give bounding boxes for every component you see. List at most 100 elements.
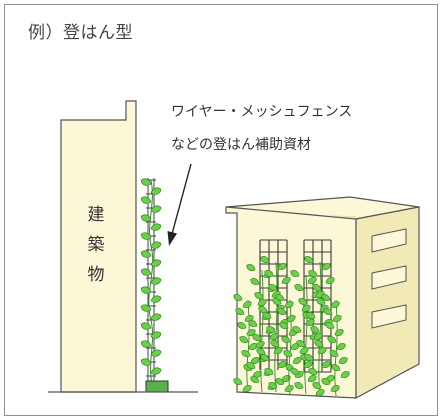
leaf — [150, 367, 162, 375]
leaf — [281, 375, 291, 382]
side-window-3 — [371, 304, 407, 329]
leaf — [305, 319, 315, 326]
leaf — [292, 326, 302, 333]
leaf — [298, 298, 308, 305]
leaf — [321, 263, 331, 270]
leaf — [268, 284, 278, 291]
leaf — [325, 322, 335, 329]
leaf — [237, 322, 247, 329]
leaf — [264, 368, 274, 375]
leaf — [260, 354, 270, 361]
leaf — [321, 294, 331, 301]
leaf — [140, 232, 152, 240]
leaf — [150, 241, 162, 249]
leaf — [307, 375, 317, 382]
leaf — [321, 378, 331, 385]
leaf — [316, 298, 326, 305]
leaf — [140, 286, 152, 294]
leaf — [294, 284, 304, 291]
leaf — [327, 336, 337, 343]
planter-box — [145, 380, 169, 393]
leaf — [275, 378, 285, 385]
leaf — [242, 301, 252, 308]
leaf — [233, 378, 243, 385]
leaf — [304, 256, 314, 263]
callout-arrow — [167, 163, 192, 246]
building-label-1: 建 — [88, 205, 105, 225]
leaf — [284, 301, 294, 308]
leaf — [315, 389, 325, 396]
leaf — [299, 347, 309, 354]
leaf — [150, 187, 162, 195]
leaf — [307, 277, 317, 284]
leaf — [235, 308, 245, 315]
leaf — [262, 312, 272, 319]
leaf — [321, 361, 331, 368]
leaf — [273, 347, 283, 354]
leaf — [325, 277, 335, 284]
leaf — [317, 347, 327, 354]
leaf — [140, 322, 152, 330]
side-window-1 — [371, 228, 407, 253]
leaf — [252, 334, 262, 341]
climbing-vine-left — [140, 178, 162, 385]
leaf — [246, 362, 256, 369]
leaf — [264, 270, 274, 277]
leaf — [281, 336, 291, 343]
leaf — [290, 270, 300, 277]
building-label-2: 築 — [88, 235, 105, 255]
leaf — [304, 354, 314, 361]
leaf — [301, 305, 311, 312]
leaf — [269, 333, 279, 340]
leaf — [306, 312, 316, 319]
leaf — [250, 376, 260, 383]
leaf — [336, 343, 346, 350]
leaf — [312, 284, 322, 291]
leaf — [246, 264, 256, 271]
leaf — [150, 349, 162, 357]
leaf — [338, 357, 348, 364]
leaf — [313, 333, 323, 340]
leaf — [255, 341, 265, 348]
leaf — [140, 304, 152, 312]
leaf — [308, 270, 318, 277]
leaf — [270, 340, 280, 347]
leaf — [246, 329, 256, 336]
leaf — [268, 382, 278, 389]
leaf — [140, 268, 152, 276]
leaf — [241, 350, 251, 357]
leaf — [340, 371, 350, 378]
leaf — [286, 315, 296, 322]
leaf — [150, 277, 162, 285]
leaf — [310, 326, 320, 333]
leaf — [330, 301, 340, 308]
leaf — [312, 382, 322, 389]
leaf — [332, 315, 342, 322]
leaf — [140, 340, 152, 348]
leaf — [140, 196, 152, 204]
leaf — [330, 385, 340, 392]
leaf — [233, 294, 243, 301]
leaf — [257, 299, 267, 306]
leaf — [314, 340, 324, 347]
callout-line-1: ワイヤー・メッシュフェンス — [171, 104, 353, 120]
leaf — [248, 320, 258, 327]
side-window-2 — [371, 265, 407, 290]
callout-line-2: などの登はん補助資材 — [171, 137, 311, 153]
leaf — [260, 256, 270, 263]
leaf — [250, 357, 260, 364]
leaf — [277, 361, 287, 368]
leaf — [266, 326, 276, 333]
leaf — [150, 259, 162, 267]
leaf — [294, 382, 304, 389]
callout-label: ワイヤー・メッシュフェンス などの登はん補助資材 — [171, 96, 352, 162]
leaf — [329, 350, 339, 357]
leaf — [140, 178, 152, 186]
leaf — [290, 368, 300, 375]
leaf — [283, 350, 293, 357]
leaf — [308, 368, 318, 375]
building-label-3: 物 — [88, 265, 105, 285]
leaf — [239, 336, 249, 343]
leaf — [275, 294, 285, 301]
